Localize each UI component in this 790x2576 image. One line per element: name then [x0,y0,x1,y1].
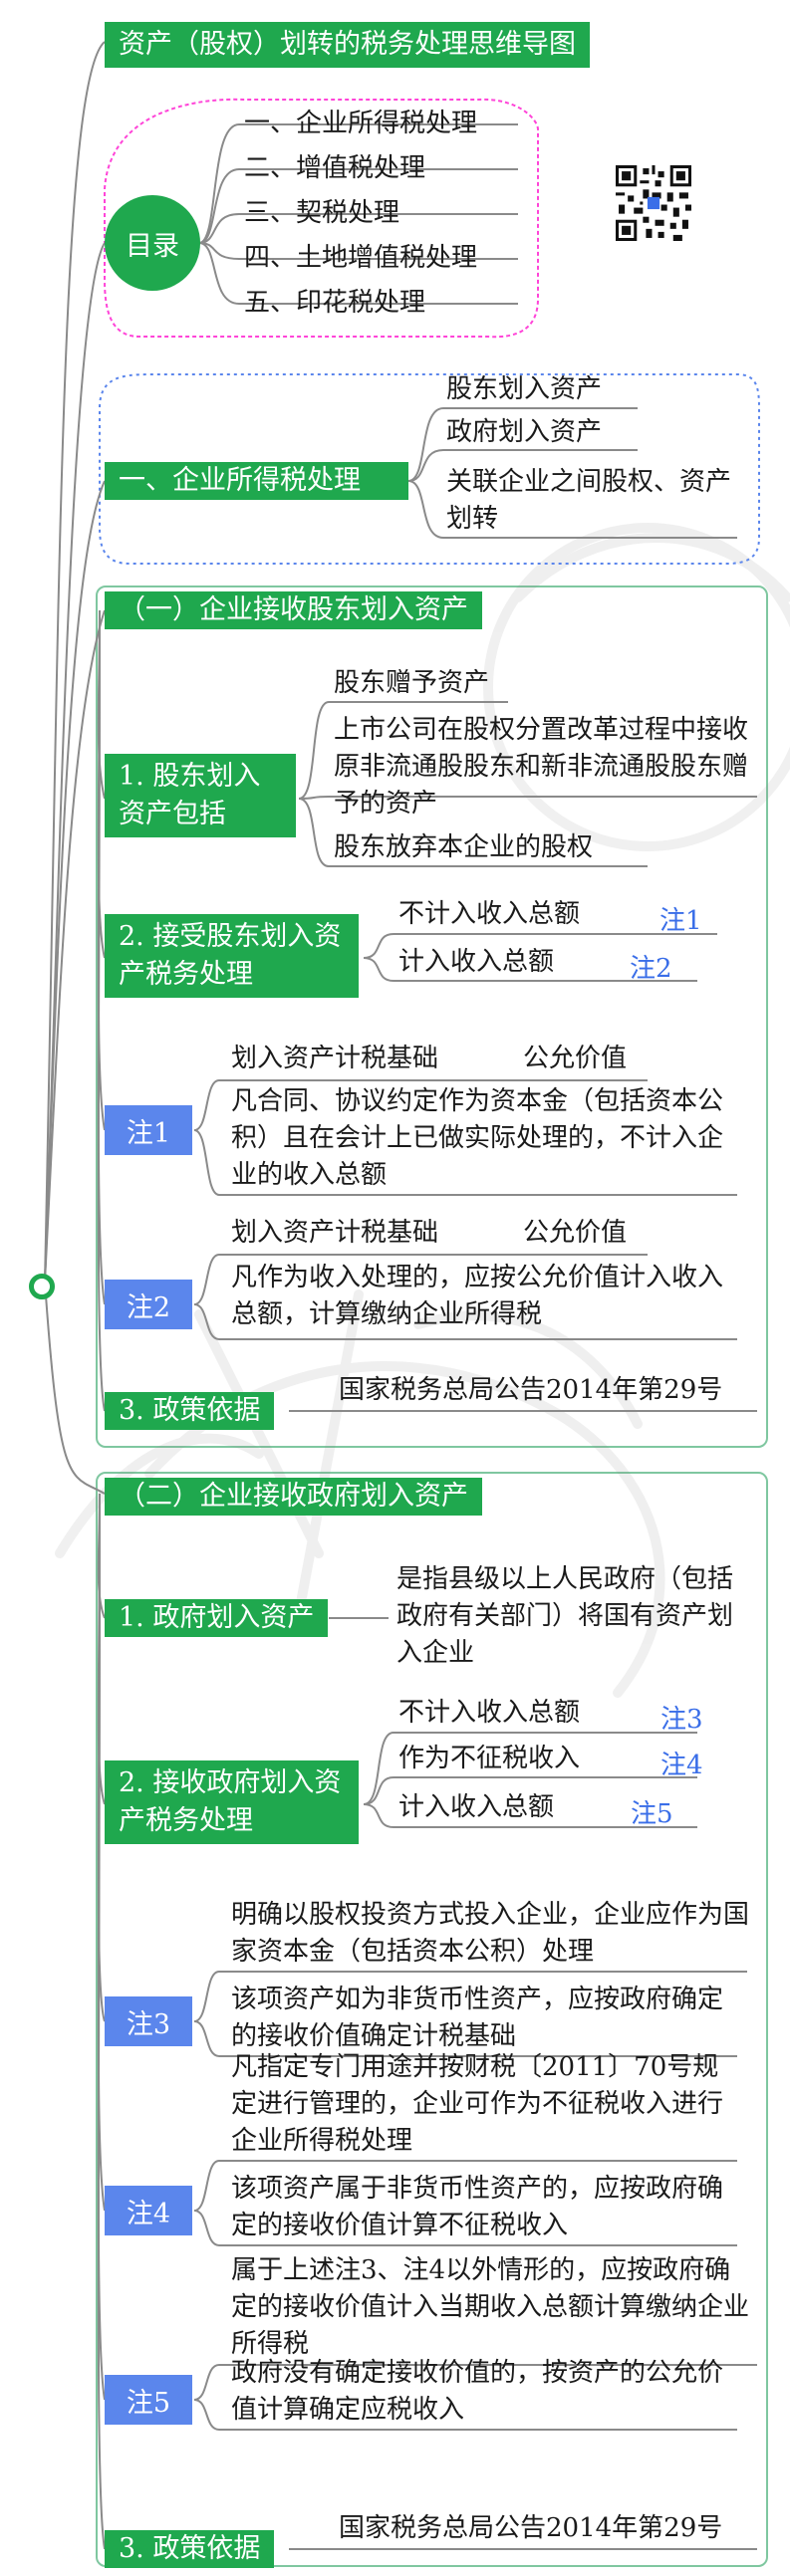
page-title[interactable]: 资产（股权）划转的税务处理思维导图 [105,22,590,68]
part-b-heading[interactable]: （二）企业接收政府划入资产 [105,1478,482,1516]
toc-item-2[interactable]: 二、增值税处理 [244,153,426,183]
part-b-n2-item-3[interactable]: 计入收入总额 [398,1792,555,1822]
part-a-n1-node[interactable]: 1. 股东划入资产包括 [105,754,296,837]
toc-item-1[interactable]: 一、企业所得税处理 [244,109,478,138]
note5-node[interactable]: 注5 [105,2375,192,2425]
part-a-panel [96,585,768,1448]
note3-text-b[interactable]: 该项资产如为非货币性资产，应按政府确定的接收价值确定计税基础 [231,1985,724,2051]
note2-text[interactable]: 凡作为收入处理的，应按公允价值计入收入总额，计算缴纳企业所得税 [231,1263,724,1329]
note3-node[interactable]: 注3 [105,1996,192,2046]
note4-text-a[interactable]: 凡指定专门用途并按财税〔2011〕70号规定进行管理的，企业可作为不征税收入进行… [231,2052,724,2156]
note2-basis-label[interactable]: 划入资产计税基础 [231,1218,439,1248]
part-b-n2-note-1[interactable]: 注3 [660,1705,703,1735]
note1-node[interactable]: 注1 [105,1105,192,1155]
toc-item-5[interactable]: 五、印花税处理 [244,288,426,318]
part-a-n1-item-2[interactable]: 上市公司在股权分置改革过程中接收原非流通股股东和新非流通股股东赠予的资产 [334,715,749,819]
part-a-n3-text[interactable]: 国家税务总局公告2014年第29号 [339,1375,723,1405]
note4-node[interactable]: 注4 [105,2186,192,2235]
part-a-n2-item-2[interactable]: 计入收入总额 [398,947,555,977]
part-b-n2-item-2[interactable]: 作为不征税收入 [398,1744,581,1773]
note4-text-b[interactable]: 该项资产属于非货币性资产的，应按政府确定的接收价值计算不征税收入 [231,2174,724,2240]
toc-border [104,98,539,339]
part-b-panel [96,1472,768,2567]
sec1-node[interactable]: 一、企业所得税处理 [105,462,408,500]
part-b-n1-node[interactable]: 1. 政府划入资产 [105,1599,329,1637]
part-b-n2-node[interactable]: 2. 接收政府划入资产税务处理 [105,1760,359,1844]
note2-node[interactable]: 注2 [105,1280,192,1329]
part-b-n2-item-1[interactable]: 不计入收入总额 [398,1698,581,1728]
note2-basis-value[interactable]: 公允价值 [523,1218,628,1248]
toc-item-4[interactable]: 四、土地增值税处理 [244,243,478,273]
sec1-item-1[interactable]: 股东划入资产 [446,374,603,404]
toc-item-3[interactable]: 三、契税处理 [244,198,400,228]
part-b-n3-text[interactable]: 国家税务总局公告2014年第29号 [339,2513,723,2543]
part-b-n1-text[interactable]: 是指县级以上人民政府（包括政府有关部门）将国有资产划入企业 [396,1564,734,1668]
part-a-n2-note-2[interactable]: 注2 [630,954,672,984]
note1-basis-label[interactable]: 划入资产计税基础 [231,1044,439,1073]
note1-basis-value[interactable]: 公允价值 [523,1044,628,1073]
part-a-heading[interactable]: （一）企业接收股东划入资产 [105,591,482,629]
note1-text[interactable]: 凡合同、协议约定作为资本金（包括资本公积）且在会计上已做实际处理的，不计入企业的… [231,1086,724,1190]
note3-text-a[interactable]: 明确以股权投资方式投入企业，企业应作为国家资本金（包括资本公积）处理 [231,1900,750,1967]
toc-node[interactable]: 目录 [105,195,200,291]
note5-text-a[interactable]: 属于上述注3、注4以外情形的，应按政府确定的接收价值计入当期收入总额计算缴纳企业… [231,2255,750,2359]
sec1-item-3[interactable]: 关联企业之间股权、资产划转 [446,467,732,534]
part-a-n1-item-1[interactable]: 股东赠予资产 [334,668,490,698]
part-b-n2-note-3[interactable]: 注5 [631,1799,673,1829]
part-b-n3-node[interactable]: 3. 政策依据 [105,2530,275,2568]
part-a-n2-node[interactable]: 2. 接受股东划入资产税务处理 [105,914,359,998]
part-a-n3-node[interactable]: 3. 政策依据 [105,1392,275,1430]
part-b-n2-note-2[interactable]: 注4 [660,1751,703,1780]
note5-text-b[interactable]: 政府没有确定接收价值的，按资产的公允价值计算确定应税收入 [231,2358,724,2425]
sec1-item-2[interactable]: 政府划入资产 [446,417,603,447]
qr-code-icon [616,165,691,241]
root-node[interactable] [29,1274,55,1299]
part-a-n2-item-1[interactable]: 不计入收入总额 [398,899,581,929]
part-a-n2-note-1[interactable]: 注1 [659,906,702,936]
part-a-n1-item-3[interactable]: 股东放弃本企业的股权 [334,832,594,862]
